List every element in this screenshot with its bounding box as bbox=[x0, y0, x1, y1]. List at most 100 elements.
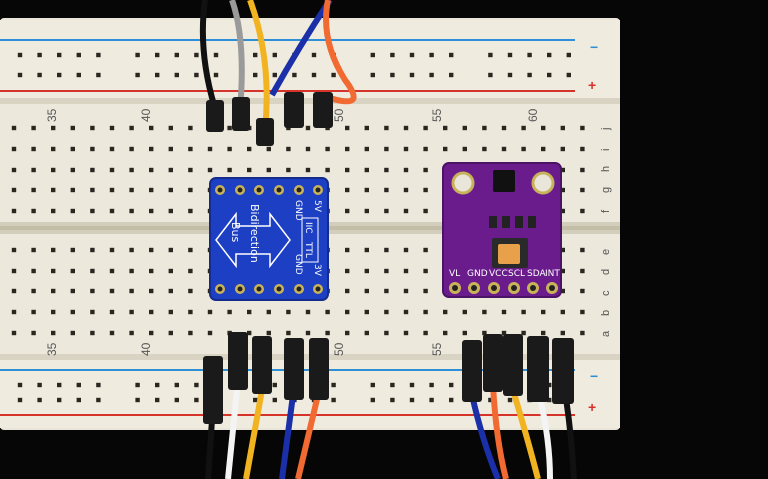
breadboard-hole bbox=[286, 309, 291, 315]
wire-black bbox=[563, 397, 577, 479]
breadboard-hole bbox=[168, 125, 173, 131]
iic-ttl-box bbox=[301, 217, 319, 263]
breadboard-hole bbox=[423, 309, 428, 315]
breadboard-hole bbox=[580, 288, 585, 294]
breadboard-hole bbox=[272, 52, 277, 58]
breadboard-hole bbox=[37, 72, 42, 78]
bus-label: Bus bbox=[229, 222, 242, 243]
rail-plus-top: + bbox=[588, 77, 596, 93]
breadboard-hole bbox=[364, 330, 369, 336]
breadboard-hole bbox=[188, 247, 193, 253]
breadboard-hole bbox=[423, 187, 428, 193]
breadboard-hole bbox=[482, 146, 487, 152]
wire-connector bbox=[232, 97, 250, 131]
regulator-chip bbox=[493, 170, 515, 192]
label-gnd-bottom: GND bbox=[293, 254, 303, 275]
breadboard-hole bbox=[384, 268, 389, 274]
breadboard-hole bbox=[149, 125, 154, 131]
breadboard-hole bbox=[129, 125, 134, 131]
breadboard-hole bbox=[364, 125, 369, 131]
breadboard-hole bbox=[547, 382, 552, 388]
breadboard-hole bbox=[109, 288, 115, 294]
breadboard-hole bbox=[174, 397, 179, 403]
breadboard-hole bbox=[580, 247, 585, 253]
column-number: 40 bbox=[139, 108, 153, 122]
breadboard-hole bbox=[70, 309, 75, 315]
wire-connector bbox=[462, 340, 482, 402]
breadboard-hole bbox=[345, 187, 350, 193]
breadboard-hole bbox=[253, 52, 258, 58]
breadboard-hole bbox=[70, 187, 75, 193]
breadboard-hole bbox=[135, 52, 140, 58]
sensor-pins bbox=[449, 282, 558, 294]
breadboard-hole bbox=[188, 309, 193, 315]
breadboard-hole bbox=[325, 309, 330, 315]
breadboard-hole bbox=[364, 247, 369, 253]
breadboard-hole bbox=[580, 187, 585, 193]
breadboard-hole bbox=[129, 268, 134, 274]
breadboard-hole bbox=[580, 208, 585, 214]
breadboard-hole bbox=[227, 167, 232, 173]
column-number: 50 bbox=[332, 108, 346, 122]
breadboard-hole bbox=[541, 146, 546, 152]
breadboard-hole bbox=[11, 330, 17, 336]
wire-orange bbox=[295, 394, 321, 479]
breadboard-hole bbox=[31, 247, 36, 253]
breadboard-hole bbox=[11, 167, 17, 173]
breadboard-hole bbox=[364, 187, 369, 193]
breadboard-hole bbox=[76, 52, 81, 58]
breadboard-hole bbox=[566, 72, 571, 78]
breadboard-hole bbox=[560, 208, 565, 214]
column-number: 35 bbox=[45, 108, 59, 122]
wire-white bbox=[537, 397, 553, 479]
breadboard-hole bbox=[17, 397, 23, 403]
breadboard-hole bbox=[331, 72, 336, 78]
breadboard-hole bbox=[370, 72, 375, 78]
breadboard-hole bbox=[403, 309, 409, 315]
breadboard-hole bbox=[129, 309, 134, 315]
breadboard-hole bbox=[488, 52, 493, 58]
row-letter: j bbox=[600, 128, 612, 131]
breadboard-hole bbox=[149, 330, 154, 336]
breadboard-hole bbox=[566, 52, 571, 58]
column-number: 60 bbox=[526, 108, 540, 122]
breadboard-hole bbox=[76, 397, 81, 403]
breadboard-hole bbox=[560, 268, 565, 274]
breadboard-hole bbox=[90, 167, 95, 173]
breadboard-hole bbox=[462, 125, 467, 131]
wire-connector bbox=[252, 336, 272, 394]
breadboard-hole bbox=[253, 72, 258, 78]
breadboard-hole bbox=[90, 208, 95, 214]
breadboard-hole bbox=[194, 72, 199, 78]
breadboard-hole bbox=[501, 125, 507, 131]
sensor-pin-label: GND bbox=[467, 269, 488, 279]
breadboard-hole bbox=[11, 309, 17, 315]
wire-connector bbox=[284, 92, 304, 128]
breadboard-hole bbox=[580, 330, 585, 336]
breadboard-hole bbox=[96, 72, 101, 78]
breadboard-hole bbox=[76, 72, 81, 78]
breadboard-hole bbox=[560, 187, 565, 193]
breadboard-hole bbox=[409, 397, 415, 403]
breadboard-hole bbox=[541, 309, 546, 315]
sensor-chip bbox=[498, 244, 520, 264]
breadboard-hole bbox=[482, 309, 487, 315]
breadboard-hole bbox=[31, 187, 36, 193]
breadboard-hole bbox=[390, 382, 395, 388]
breadboard-hole bbox=[188, 288, 193, 294]
breadboard-hole bbox=[90, 146, 95, 152]
breadboard-hole bbox=[429, 72, 434, 78]
breadboard-hole bbox=[266, 309, 271, 315]
bottom-wires-right bbox=[462, 334, 577, 479]
column-number: 35 bbox=[45, 342, 59, 356]
breadboard-hole bbox=[443, 330, 448, 336]
breadboard-hole bbox=[443, 125, 448, 131]
breadboard-hole bbox=[325, 167, 330, 173]
breadboard-hole bbox=[11, 208, 17, 214]
breadboard-hole bbox=[109, 247, 115, 253]
breadboard-hole bbox=[423, 167, 428, 173]
breadboard-hole bbox=[443, 309, 448, 315]
breadboard-hole bbox=[31, 208, 36, 214]
row-letter: b bbox=[600, 310, 612, 316]
